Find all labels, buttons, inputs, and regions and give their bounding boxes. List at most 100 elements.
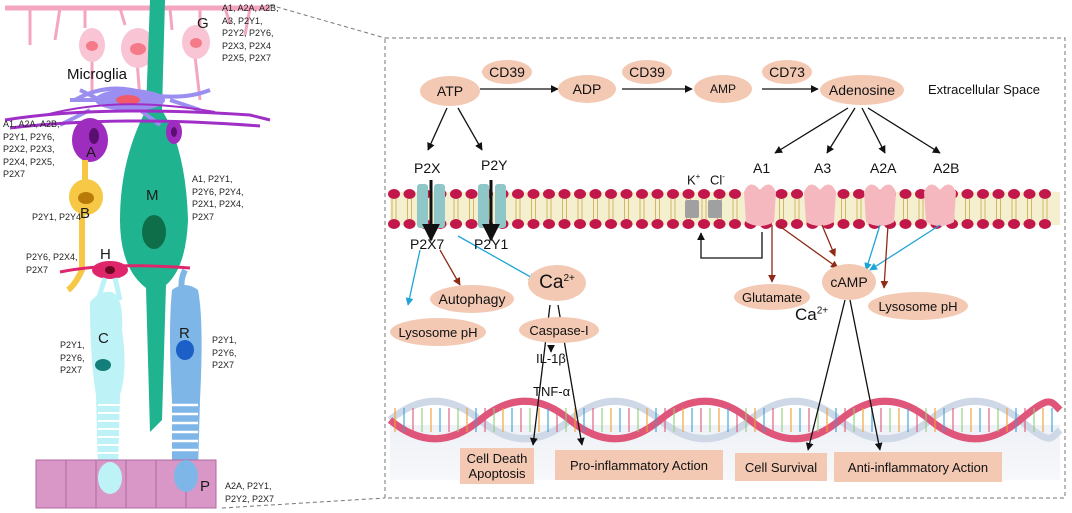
p2x7-label: P2X7 <box>410 236 445 252</box>
anti-inflammatory-box: Anti-inflammatory Action <box>834 452 1002 482</box>
cell-letter-p: P <box>200 478 211 495</box>
cell-letter-a: A <box>86 144 97 161</box>
lipid-head <box>853 219 865 229</box>
tnfa-label: TNF-α <box>533 384 571 399</box>
a3-receptor-label: A3 <box>814 160 832 176</box>
lipid-head <box>543 189 555 199</box>
lipid-tail <box>965 199 970 219</box>
lipid-head <box>512 189 524 199</box>
lysosome-ph-left: Lysosome pH <box>390 318 486 346</box>
cell-letter-g: G <box>197 15 209 32</box>
lipid-tail <box>1042 199 1048 219</box>
lipid-head <box>403 189 416 199</box>
lipid-head <box>667 219 679 229</box>
lipid-tail <box>918 199 924 219</box>
lipid-tail <box>562 199 567 219</box>
lipid-tail <box>577 199 583 219</box>
camp-node: cAMP <box>822 264 876 300</box>
glutamate-node: Glutamate <box>734 284 810 310</box>
black-arrows <box>422 85 941 451</box>
retina-illustration <box>4 0 271 509</box>
lipid-head <box>667 189 679 199</box>
lipid-head <box>450 219 462 229</box>
cl-ion-label: Cl- <box>710 172 725 188</box>
a2a-receptor-label: A2A <box>870 160 897 176</box>
p2y-label: P2Y <box>481 157 508 173</box>
lipid-tail <box>903 199 908 219</box>
lipid-head <box>853 189 865 199</box>
lipid-tail <box>608 199 614 219</box>
atp-node: ATP <box>420 76 480 106</box>
lipid-head <box>1008 189 1020 199</box>
lipid-head <box>1008 219 1020 229</box>
il1b-label: IL-1β <box>536 351 566 366</box>
receptors-h: P2Y6, P2X4, P2X7 <box>26 252 78 275</box>
p2y1-label: P2Y1 <box>474 236 509 252</box>
lipid-tail <box>1027 199 1032 219</box>
receptors-m: A1, P2Y1, P2Y6, P2Y4, P2X1, P2X4, P2X7 <box>192 174 244 222</box>
adenosine-node: Adenosine <box>820 75 904 105</box>
extracellular-label: Extracellular Space <box>928 82 1040 97</box>
a2b-receptor-label: A2B <box>933 160 960 176</box>
lipid-tail <box>1011 199 1017 219</box>
lipid-head <box>636 189 648 199</box>
lipid-head <box>977 189 989 199</box>
cell-letter-b: B <box>80 205 91 222</box>
lipid-tail <box>391 199 397 219</box>
lipid-head <box>1023 189 1036 199</box>
lipid-head <box>450 189 462 199</box>
adenosine-receptors <box>744 184 956 226</box>
cone-cell <box>90 291 125 475</box>
lysosome-ph-right: Lysosome pH <box>868 292 968 320</box>
lipid-head <box>899 219 912 229</box>
lipid-tail <box>655 199 660 219</box>
cd39-enzyme-2: CD39 <box>622 60 672 84</box>
p2x-channel <box>417 184 445 228</box>
muller-nucleus <box>142 215 166 249</box>
lipid-head <box>713 189 726 199</box>
lipid-head <box>682 219 695 229</box>
lipid-head <box>977 219 989 229</box>
lipid-tail <box>453 199 459 219</box>
lipid-head <box>527 189 540 199</box>
a1-receptor-label: A1 <box>753 160 771 176</box>
lipid-tail <box>531 199 536 219</box>
cell-letter-r: R <box>179 325 190 342</box>
cell-letter-c: C <box>98 330 109 347</box>
lipid-head <box>512 219 524 229</box>
lipid-tail <box>624 199 629 219</box>
receptors-g: A1, A2A, A2B, A3, P2Y1, P2Y2, P2Y6, P2X3… <box>222 3 279 63</box>
lipid-tail <box>546 199 552 219</box>
lipid-tail <box>469 199 474 219</box>
lipid-head <box>589 219 602 229</box>
lipid-head <box>620 189 633 199</box>
lipid-head <box>698 219 710 229</box>
lipid-head <box>388 219 400 229</box>
lipid-head <box>465 219 478 229</box>
p2x-label: P2X <box>414 160 441 176</box>
lipid-head <box>899 189 912 199</box>
lipid-head <box>605 219 617 229</box>
lipid-tail <box>996 199 1001 219</box>
lipid-head <box>1039 189 1051 199</box>
lipid-head <box>558 189 571 199</box>
lipid-head <box>729 219 741 229</box>
receptors-r: P2Y1, P2Y6, P2X7 <box>212 335 237 370</box>
lipid-head <box>1023 219 1036 229</box>
lipid-tail <box>407 199 412 219</box>
receptors-b: P2Y1, P2Y4 <box>32 212 82 222</box>
k-ion-label: K+ <box>687 172 701 188</box>
lipid-head <box>837 189 850 199</box>
lipid-head <box>651 219 664 229</box>
p2y-receptor <box>478 184 506 228</box>
lipid-head <box>558 219 571 229</box>
lipid-head <box>636 219 648 229</box>
lipid-tail <box>794 199 800 219</box>
lipid-head <box>465 189 478 199</box>
cell-death-box: Cell Death Apoptosis <box>460 448 534 484</box>
lipid-head <box>388 189 400 199</box>
cell-letter-m: M <box>146 187 159 204</box>
